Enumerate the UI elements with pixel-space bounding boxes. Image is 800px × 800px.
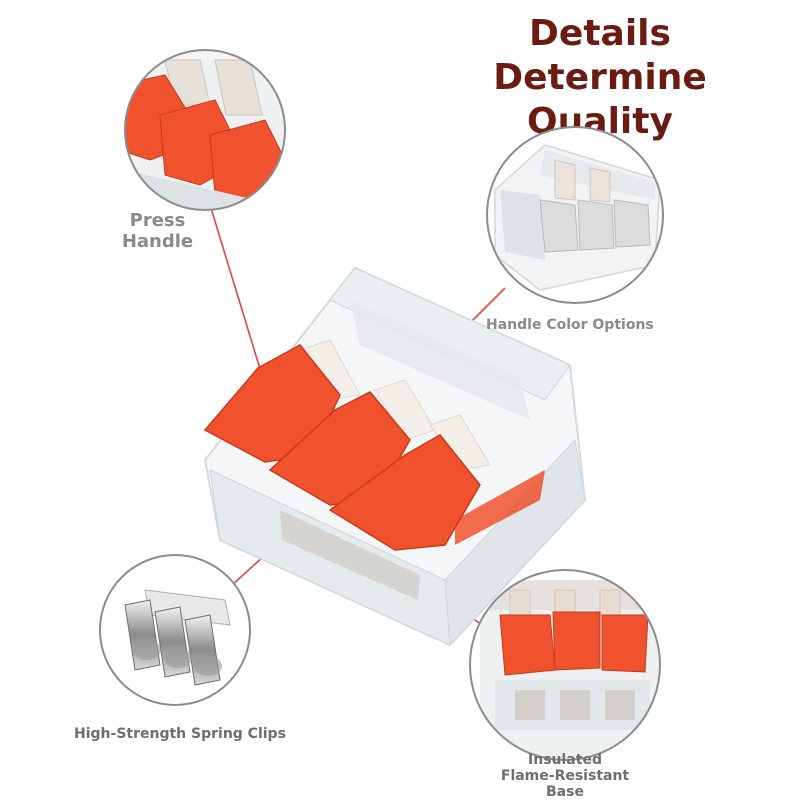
press-handle-detail-circle (124, 49, 286, 211)
insulated-base-circle (469, 569, 661, 761)
base-label-line-1: Insulated (528, 752, 602, 768)
spring-clips-label: High-Strength Spring Clips (74, 726, 286, 742)
handle-color-options-circle (486, 126, 664, 304)
title-line-1: Details Determine (493, 13, 707, 98)
handle-color-options-label: Handle Color Options (486, 317, 654, 333)
base-label-line-2: Flame-Resistant (500, 768, 630, 784)
page-title: Details Determine Quality (420, 12, 780, 144)
press-handle-label-line-2: Handle (121, 231, 194, 252)
press-handle-label-line-1: Press (129, 210, 186, 231)
base-label-line-3: Base (546, 784, 584, 800)
insulated-base-label: Insulated Flame-Resistant Base (490, 752, 640, 800)
press-handle-label: Press Handle (110, 210, 205, 252)
callout-line-press (206, 194, 269, 396)
main-connector (203, 266, 587, 647)
spring-clips-circle (99, 554, 251, 706)
